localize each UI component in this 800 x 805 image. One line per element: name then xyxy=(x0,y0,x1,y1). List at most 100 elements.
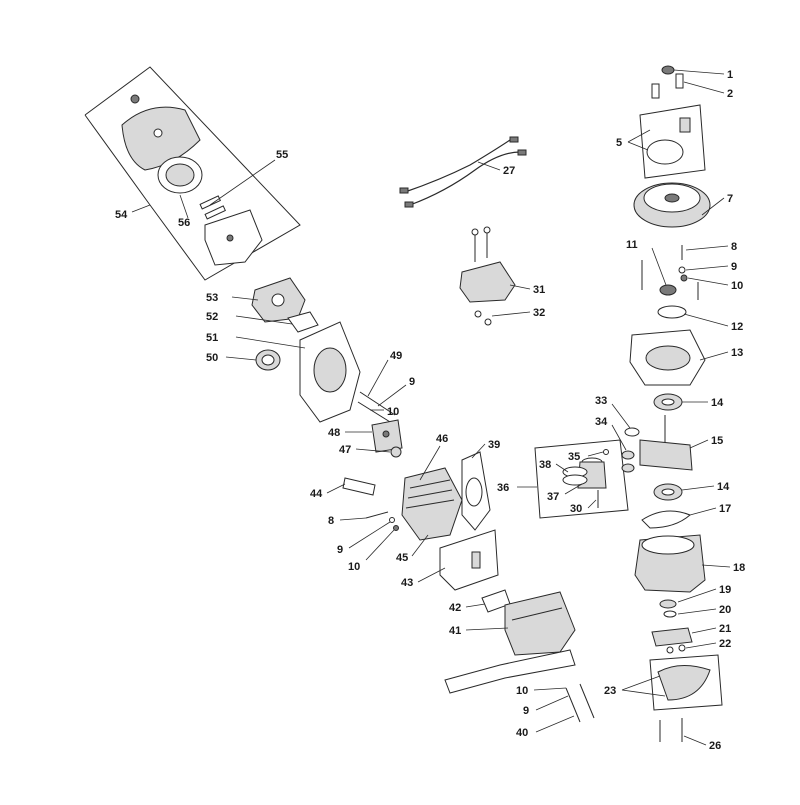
part-plate-48-hole xyxy=(382,430,390,438)
label-9d: 9 xyxy=(523,705,529,717)
label-8a: 8 xyxy=(731,241,737,253)
label-10b: 10 xyxy=(387,406,399,418)
part-washer-10c xyxy=(393,525,399,531)
part-bolt-55b xyxy=(204,205,226,220)
label-47: 47 xyxy=(339,444,351,456)
flywheel-starter-group xyxy=(627,65,729,386)
crankshaft-group xyxy=(639,393,717,529)
leader-14b xyxy=(681,485,715,491)
part-coil-screw-head-b xyxy=(483,226,491,234)
label-10d: 10 xyxy=(516,685,528,697)
part-nut-1 xyxy=(661,65,675,75)
leader-38 xyxy=(555,463,569,473)
part-fin-2 xyxy=(407,489,453,499)
part-cover-knob xyxy=(153,128,163,138)
part-heat-shield-slot xyxy=(471,551,481,569)
part-bearing-14b-inner xyxy=(661,488,675,496)
leader-51 xyxy=(235,336,306,349)
label-40: 40 xyxy=(516,727,528,739)
part-wire-a xyxy=(404,139,511,193)
part-washer-19 xyxy=(659,599,677,609)
part-nut-11 xyxy=(659,284,677,296)
part-bearing-34a xyxy=(621,450,635,460)
leader-42 xyxy=(465,603,486,608)
label-37: 37 xyxy=(547,491,559,503)
leader-55 xyxy=(209,159,276,206)
part-wire-terminal-b xyxy=(404,201,414,208)
part-base-hole xyxy=(226,234,234,242)
label-26: 26 xyxy=(709,740,721,752)
part-washer-9c xyxy=(389,517,395,523)
label-20: 20 xyxy=(719,604,731,616)
part-link-49 xyxy=(359,391,396,416)
leader-45 xyxy=(411,534,429,557)
part-bolt-55a xyxy=(199,195,221,210)
label-2: 2 xyxy=(727,88,733,100)
part-nut-47 xyxy=(390,446,402,458)
leader-9d xyxy=(535,695,569,711)
part-clip-35 xyxy=(603,449,609,455)
label-9c: 9 xyxy=(337,544,343,556)
label-23: 23 xyxy=(604,685,616,697)
label-18: 18 xyxy=(733,562,745,574)
leader-10d xyxy=(533,687,567,691)
part-wire-terminal-a xyxy=(399,187,409,194)
leader-56 xyxy=(179,194,189,219)
label-30: 30 xyxy=(570,503,582,515)
part-fin-1 xyxy=(409,479,451,489)
label-41: 41 xyxy=(449,625,461,637)
part-ignition-coil xyxy=(459,261,516,303)
part-starter-bore xyxy=(645,345,691,371)
part-washer-10 xyxy=(680,274,688,282)
part-ring-38b xyxy=(562,474,588,486)
label-33: 33 xyxy=(595,395,607,407)
part-air-filter-cover xyxy=(121,106,201,171)
label-39: 39 xyxy=(488,439,500,451)
leader-12 xyxy=(683,313,729,327)
bearing-small-group xyxy=(611,403,640,473)
leader-19 xyxy=(677,588,717,603)
part-screw-8b xyxy=(365,511,389,519)
leader-52 xyxy=(235,315,293,325)
leader-26 xyxy=(683,735,707,746)
leader-54 xyxy=(131,204,151,213)
label-9a: 9 xyxy=(731,261,737,273)
leader-15 xyxy=(689,439,709,449)
part-wire-terminal-c xyxy=(509,136,519,143)
label-54: 54 xyxy=(115,209,128,221)
label-42: 42 xyxy=(449,602,461,614)
label-5: 5 xyxy=(616,137,622,149)
label-14a: 14 xyxy=(711,397,724,409)
label-12: 12 xyxy=(731,321,743,333)
part-washer-22a xyxy=(666,646,674,654)
leader-9a xyxy=(685,265,729,271)
leader-34 xyxy=(611,424,627,451)
leader-39 xyxy=(471,443,486,459)
label-35: 35 xyxy=(568,451,580,463)
label-31: 31 xyxy=(533,284,545,296)
part-pawl xyxy=(679,117,691,133)
label-49: 49 xyxy=(390,350,402,362)
leader-44 xyxy=(326,483,346,494)
leader-30 xyxy=(587,499,597,509)
leader-50 xyxy=(225,356,257,361)
part-clutch-housing-top xyxy=(641,535,695,555)
part-bolt-2b xyxy=(651,83,660,99)
leader-1 xyxy=(673,69,725,75)
leader-18 xyxy=(701,564,731,568)
part-cover-nut xyxy=(130,94,140,104)
label-19: 19 xyxy=(719,584,731,596)
leader-32 xyxy=(491,311,531,317)
leader-11 xyxy=(651,247,667,286)
air-filter-group xyxy=(84,66,301,281)
leader-10c xyxy=(365,529,395,561)
leader-33 xyxy=(611,403,631,429)
part-bolt-40b xyxy=(579,683,595,719)
part-washer-32a xyxy=(474,310,482,318)
part-bearing-14a-inner xyxy=(661,398,675,406)
label-53: 53 xyxy=(206,292,218,304)
label-9b: 9 xyxy=(409,376,415,388)
leader-10a xyxy=(687,277,729,286)
